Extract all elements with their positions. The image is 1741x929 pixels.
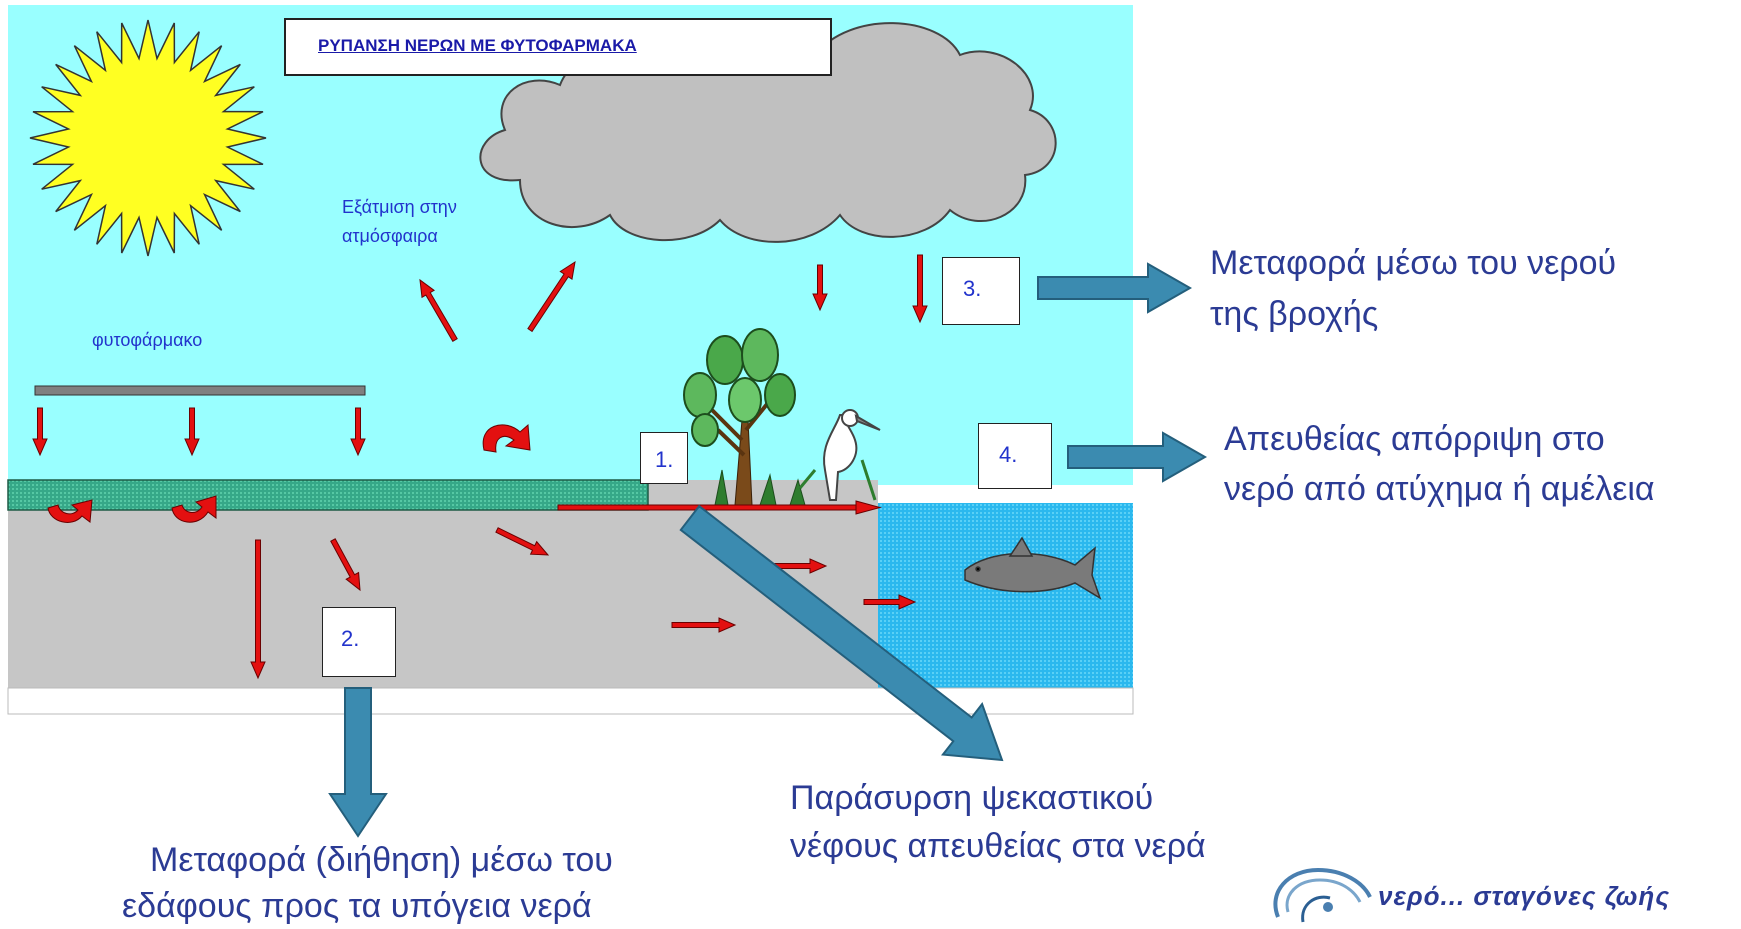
runoff-arrowhead [855,500,882,515]
red-arrow-2 [184,407,200,457]
sun-icon [29,19,267,257]
red-arrow-10 [495,527,550,556]
blue-callout-arrows [328,262,1208,838]
red-arrow-6 [812,264,828,312]
callout-drift-line2: νέφους απευθείας στα νερά [790,827,1206,865]
red-arrow-7 [912,254,928,324]
soil [8,510,878,688]
water-body [878,503,1133,688]
red-arrow-8 [250,539,266,680]
number-box-1: 1. [640,432,688,484]
evaporation-label-line2: ατμόσφαιρα [342,226,438,246]
callout-soil-line2: εδάφους προς τα υπόγεια νερά [122,887,592,925]
red-arrow-3 [350,407,366,457]
grass-strip [7,479,649,511]
red-arrow-11 [774,558,828,574]
runoff-line [557,504,859,511]
curl-arrow-1 [482,423,531,453]
red-arrow-9 [330,538,361,592]
blue-callout-arrow-4 [679,504,1004,762]
callout-rain-line2: της βροχής [1210,295,1379,333]
red-arrow-13 [863,594,917,610]
red-arrow-12 [671,617,737,633]
blue-callout-arrow-3 [328,687,388,838]
red-flow-arrows [32,254,928,680]
curl-arrow-3 [171,495,217,523]
red-arrow-5 [527,260,576,333]
logo-icon [1273,867,1372,923]
blue-callout-arrow-1 [1037,262,1193,314]
sprayer-bar [34,385,366,396]
logo-text: νερό... σταγόνες ζωής [1378,881,1671,911]
red-arrow-4 [419,278,458,342]
number-box-4: 4. [978,423,1052,489]
number-box-3: 3. [942,257,1020,325]
callout-direct-line1: Απευθείας απόρριψη στο [1224,420,1605,458]
pesticide-label: φυτοφάρμακο [92,330,203,350]
fish-icon [964,536,1102,600]
heron-icon [798,409,881,501]
callout-rain-line1: Μεταφορά μέσω του νερού [1210,244,1617,282]
red-arrow-1 [32,407,48,457]
callout-direct-line2: νερό από ατύχημα ή αμέλεια [1224,470,1655,508]
tree-icon [683,328,806,506]
diagram-title: ΡΥΠΑΝΣΗ ΝΕΡΩΝ ΜΕ ΦΥΤΟΦΑΡΜΑΚΑ [284,18,832,76]
bottom-band [7,687,1134,715]
blue-callout-arrow-2 [1067,431,1208,483]
callout-soil-line1: Μεταφορά (διήθηση) μέσω του [150,841,613,879]
curl-arrow-2 [47,499,93,523]
evaporation-label-line1: Εξάτμιση στην [342,197,457,217]
number-box-2: 2. [322,607,396,677]
callout-drift-line1: Παράσυρση ψεκαστικού [790,779,1154,817]
